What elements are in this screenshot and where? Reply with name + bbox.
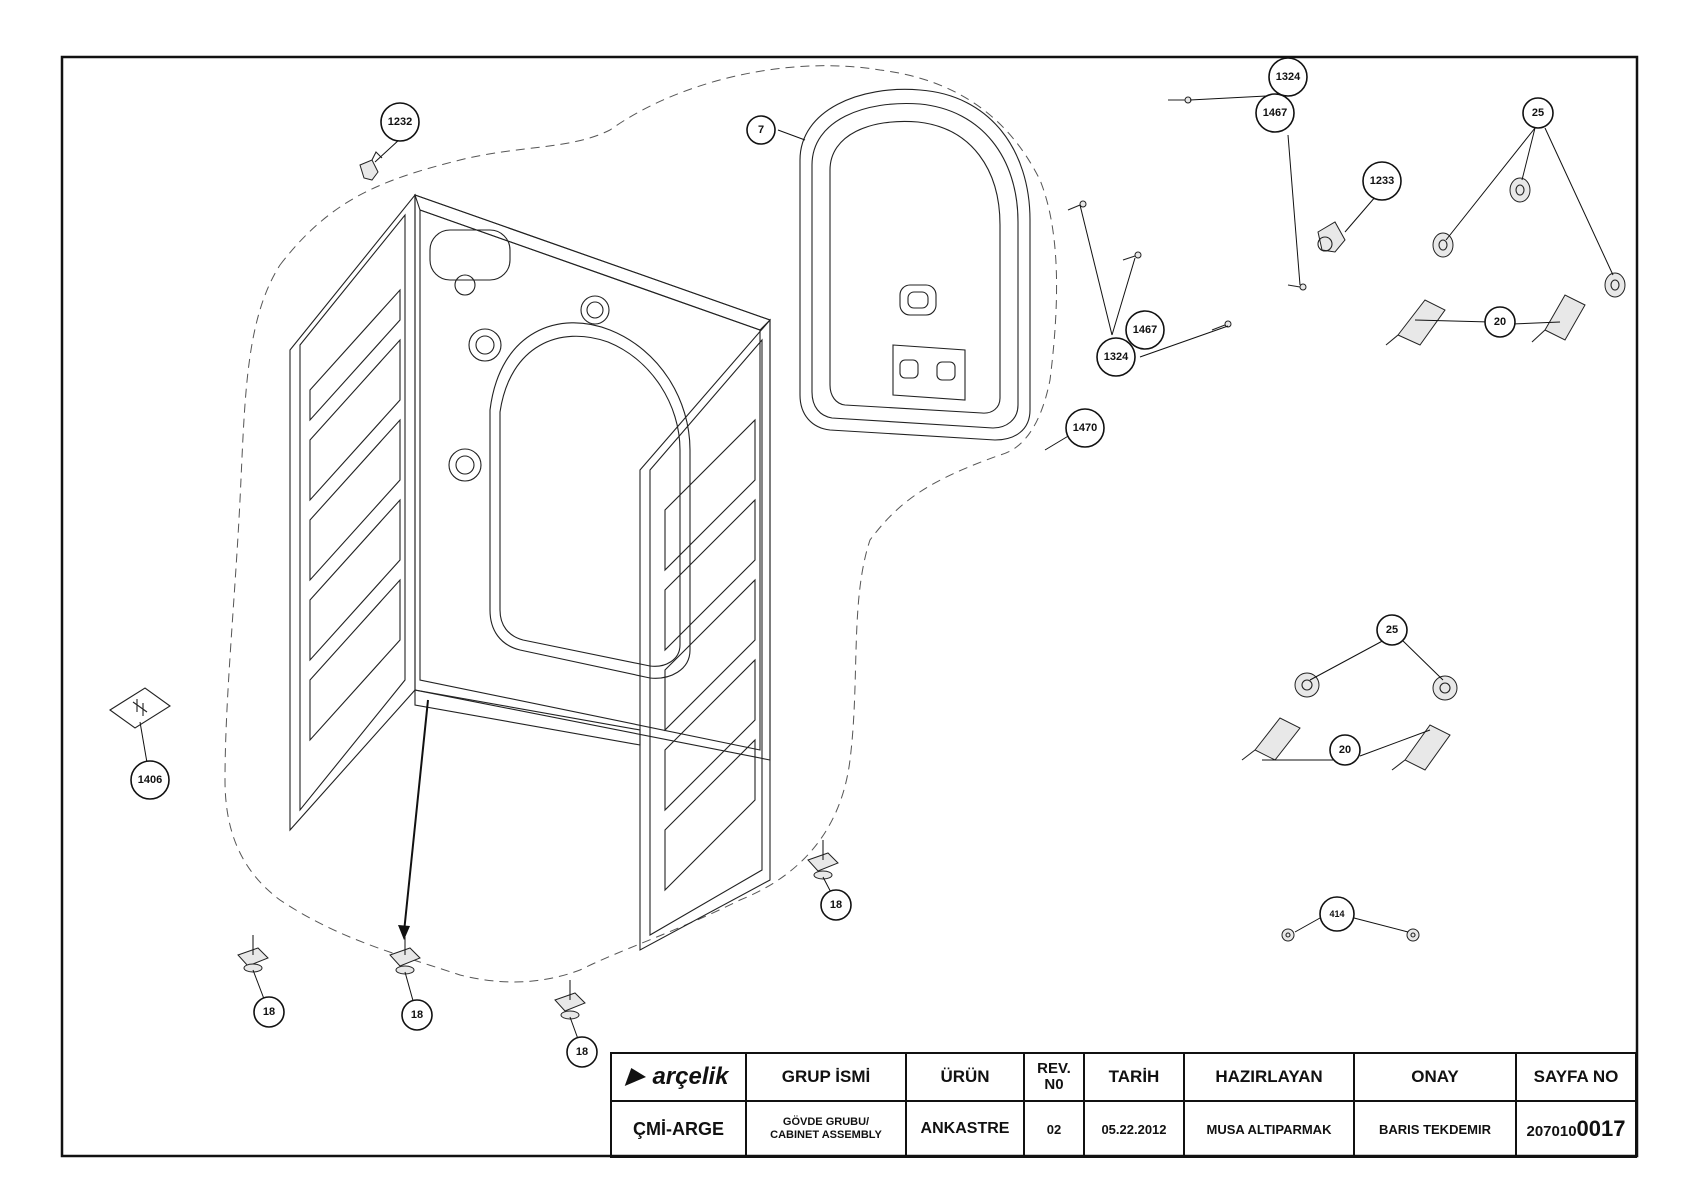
leader-lines [139,94,1614,1051]
dampers-20-mid [1241,717,1451,771]
callout-1232: 1232 [380,102,420,142]
date-value: 05.22.2012 [1083,1100,1185,1158]
callout-label: 414 [1329,909,1344,919]
callout-1406: 1406 [130,760,170,800]
header-rev: REV. N0 [1023,1052,1085,1102]
callout-label: 20 [1339,744,1351,756]
grommets-25-top [1432,177,1626,298]
screws-1324-1467 [1067,96,1307,331]
prepared-value: MUSA ALTIPARMAK [1183,1100,1355,1158]
callout-label: 18 [411,1009,423,1021]
callout-label: 25 [1532,107,1544,119]
plugs-414 [1281,928,1420,942]
callout-1467-top: 1467 [1255,93,1295,133]
callout-18-c: 18 [566,1036,598,1068]
header-prepared: HAZIRLAYAN [1183,1052,1355,1102]
callout-25-mid: 25 [1376,614,1408,646]
callout-18-a: 18 [253,996,285,1028]
assembly-boundary [224,65,1058,983]
callout-1470: 1470 [1065,408,1105,448]
callout-7: 7 [746,115,776,145]
callout-label: 20 [1494,316,1506,328]
callout-414: 414 [1319,896,1355,932]
callout-1233: 1233 [1362,161,1402,201]
callout-18-d: 18 [820,889,852,921]
callout-1324-top: 1324 [1268,57,1308,97]
product-value: ANKASTRE [905,1100,1025,1158]
page-number-suffix: 0017 [1576,1116,1626,1141]
clip-1233 [1317,221,1346,253]
callout-label: 18 [830,899,842,911]
dampers-20-top [1385,294,1586,346]
header-group: GRUP İSMİ [745,1052,907,1102]
callout-18-b: 18 [401,999,433,1031]
header-product: ÜRÜN [905,1052,1025,1102]
callout-25-top: 25 [1522,97,1554,129]
title-block: arçelik GRUP İSMİ ÜRÜN REV. N0 TARİH HAZ… [610,1052,1637,1158]
arrow-head [398,925,410,940]
group-name-line2: CABINET ASSEMBLY [770,1129,882,1141]
grommets-25-mid [1294,672,1458,701]
callout-label: 1324 [1276,71,1301,83]
callout-20-top: 20 [1484,306,1516,338]
callout-label: 1467 [1133,324,1157,336]
callout-label: 1406 [138,774,162,786]
callout-label: 1467 [1263,107,1287,119]
page-number-prefix: 207010 [1526,1123,1577,1140]
callout-1324-mid: 1324 [1096,337,1136,377]
callout-label: 7 [758,124,764,136]
group-name: GÖVDE GRUBU/ CABINET ASSEMBLY [745,1100,907,1158]
callout-20-mid: 20 [1329,734,1361,766]
logo-mark-icon [625,1068,650,1086]
approved-value: BARIS TEKDEMIR [1353,1100,1517,1158]
drawing-frame [60,55,1639,1158]
callout-1467-mid: 1467 [1125,310,1165,350]
door-frame [799,88,1031,441]
logo-text: arçelik [652,1063,729,1090]
label-plate-1406 [109,687,171,729]
bracket-1232 [359,151,383,181]
callout-label: 1233 [1370,175,1394,187]
group-name-line1: GÖVDE GRUBU/ [782,1116,870,1128]
assembly-arrow [403,699,429,933]
callout-label: 1324 [1104,351,1129,363]
callout-label: 25 [1386,624,1398,636]
callout-label: 1232 [388,116,412,128]
rev-value: 02 [1023,1100,1085,1158]
callout-label: 1470 [1073,422,1097,434]
cabinet-body [289,193,772,951]
header-approved: ONAY [1353,1052,1517,1102]
header-page: SAYFA NO [1515,1052,1637,1102]
page-number: 2070100017 [1515,1100,1637,1158]
feet-18 [237,840,839,1020]
callout-label: 18 [576,1046,588,1058]
brand-logo: arçelik [610,1052,747,1102]
header-date: TARİH [1083,1052,1185,1102]
callout-label: 18 [263,1006,275,1018]
department: ÇMİ-ARGE [610,1100,747,1158]
